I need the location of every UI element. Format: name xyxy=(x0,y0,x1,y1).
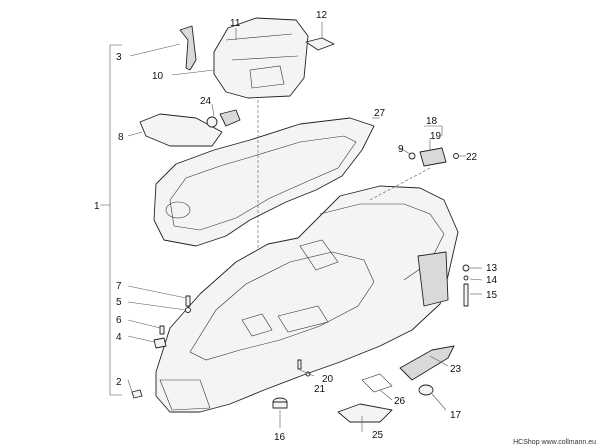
part-27-tray xyxy=(153,117,380,247)
callout-10: 10 xyxy=(152,71,164,82)
callout-21: 21 xyxy=(314,384,326,395)
callout-22: 22 xyxy=(466,152,478,163)
part-16-plug xyxy=(272,397,288,428)
callout-7: 7 xyxy=(116,281,122,292)
callout-25: 25 xyxy=(372,430,384,441)
callout-26: 26 xyxy=(394,396,406,407)
callout-9: 9 xyxy=(398,144,404,155)
callout-2: 2 xyxy=(116,377,122,388)
callout-5: 5 xyxy=(116,297,122,308)
part-23-cover xyxy=(399,345,455,381)
callout-18: 18 xyxy=(426,116,438,127)
leader-line-1 xyxy=(100,44,122,396)
part-25-plate xyxy=(337,403,393,432)
callout-16: 16 xyxy=(274,432,286,443)
part-12-plate xyxy=(305,22,335,51)
callout-20: 20 xyxy=(322,374,334,385)
callout-3: 3 xyxy=(116,52,122,63)
callout-12: 12 xyxy=(316,10,328,21)
part-26-bracket xyxy=(361,373,393,401)
footer-credit: HCShop www.collmann.eu xyxy=(513,439,596,446)
callout-14: 14 xyxy=(486,275,498,286)
part-17-cap xyxy=(418,384,447,411)
callout-19: 19 xyxy=(430,131,442,142)
part-11-lid xyxy=(171,17,309,99)
callout-4: 4 xyxy=(116,332,122,343)
part-18-module xyxy=(399,125,466,167)
callout-17: 17 xyxy=(450,410,462,421)
callout-15: 15 xyxy=(486,290,498,301)
callout-23: 23 xyxy=(450,364,462,375)
parts-20-21-screws xyxy=(297,359,315,377)
callout-1: 1 xyxy=(94,201,100,212)
callout-13: 13 xyxy=(486,263,498,274)
part-3-strap xyxy=(129,25,197,71)
part-24-lock xyxy=(206,103,241,128)
callout-27: 27 xyxy=(374,108,386,119)
callout-8: 8 xyxy=(118,132,124,143)
callout-24: 24 xyxy=(200,96,212,107)
parts-left-fasteners xyxy=(127,285,191,399)
part-8-mat xyxy=(127,113,223,147)
part-1-body-shell xyxy=(155,185,459,413)
callout-11: 11 xyxy=(230,18,241,29)
callout-6: 6 xyxy=(116,315,122,326)
part-15-bolt xyxy=(462,264,483,307)
